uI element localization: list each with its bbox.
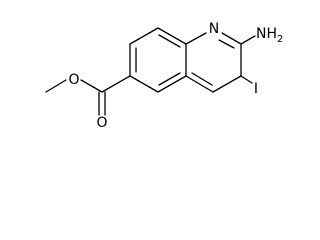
atom-n1-label: N — [209, 21, 219, 37]
bond-n1-c2 — [221, 32, 242, 45]
bond-c8a-c8-inner — [158, 34, 181, 48]
bond-c5-c4a — [157, 75, 187, 93]
bond-c4-c4a — [185, 75, 214, 93]
atom-nh2-label: NH2 — [256, 26, 283, 45]
atom-o-ether-label: O — [68, 72, 79, 88]
bond-n1-c2-inner — [218, 39, 235, 49]
bond-oether-methyl — [45, 79, 67, 93]
bond-c6-ccarbonyl — [101, 75, 131, 93]
bond-c8-c7 — [129, 27, 159, 45]
bond-ccarbonyl-oether — [80, 79, 103, 93]
bond-c8a-c8 — [157, 27, 187, 45]
bond-c4-c4a-inner — [191, 72, 213, 86]
atom-o-carbonyl-label: O — [96, 115, 107, 131]
atom-iodine-label: I — [254, 81, 258, 97]
bond-c3-i — [240, 75, 253, 84]
bond-c2-nh2 — [240, 35, 256, 45]
bond-c5-c4a-inner — [158, 72, 181, 86]
bond-c8a-n1 — [185, 32, 207, 45]
atom-nh2-main: NH — [256, 26, 277, 42]
chemical-structure: N NH2 I O O — [45, 21, 283, 131]
atom-nh2-subscript: 2 — [277, 34, 283, 45]
bond-c6-c5 — [129, 75, 159, 93]
bond-c3-c4 — [212, 75, 242, 93]
